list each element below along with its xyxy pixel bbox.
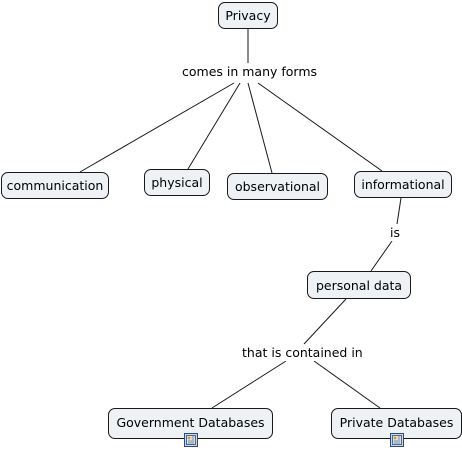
line-informational-to-is — [396, 197, 402, 225]
line-contained-to-private — [313, 360, 381, 409]
node-informational[interactable]: informational — [354, 171, 452, 198]
node-private-databases[interactable]: Private Databases — [331, 408, 462, 439]
node-personal-data[interactable]: personal data — [307, 271, 411, 299]
node-communication[interactable]: communication — [1, 172, 109, 199]
link-label-comes-in-many-forms[interactable]: comes in many forms — [180, 64, 320, 80]
line-forms-to-communication — [79, 82, 235, 173]
node-observational[interactable]: observational — [227, 173, 328, 200]
line-is-to-personal-data — [370, 240, 393, 272]
line-contained-to-government — [211, 360, 287, 409]
line-forms-to-physical — [187, 82, 241, 170]
link-label-that-is-contained-in[interactable]: that is contained in — [240, 345, 365, 361]
line-forms-to-observational — [247, 82, 273, 174]
line-forms-to-informational — [257, 82, 383, 172]
node-privacy[interactable]: Privacy — [218, 2, 278, 29]
document-icon[interactable] — [184, 433, 198, 447]
node-physical[interactable]: physical — [144, 169, 210, 196]
link-label-is[interactable]: is — [388, 225, 402, 241]
line-personal-data-to-contained — [303, 298, 347, 345]
document-icon[interactable] — [390, 433, 404, 447]
